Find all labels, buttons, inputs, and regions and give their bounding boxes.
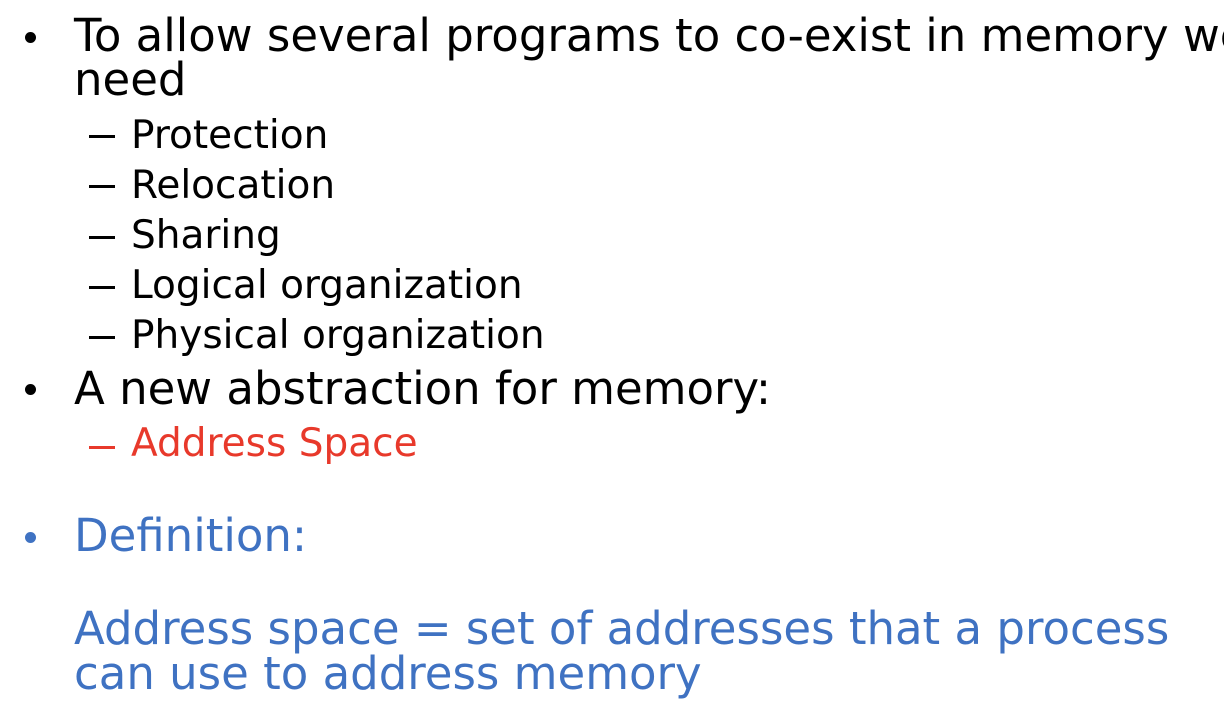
bullet-dot	[25, 384, 36, 395]
sub-item-label: Physical organization	[131, 313, 545, 358]
bullet-2-text: A new abstraction for memory:	[74, 362, 772, 415]
definition-line-2: can use to address memory	[74, 647, 702, 700]
address-space-label: Address Space	[131, 421, 418, 466]
dash-icon	[89, 185, 115, 188]
definition-heading: Definition:	[74, 509, 308, 562]
bullet-1-line-1: To allow several programs to co-exist in…	[74, 9, 1224, 62]
sub-item-label: Protection	[131, 113, 329, 158]
dash-icon	[89, 336, 115, 339]
sub-item-label: Logical organization	[131, 263, 523, 308]
sub-item-label: Relocation	[131, 163, 336, 208]
dash-icon	[89, 135, 115, 138]
bullet-dot	[25, 32, 36, 43]
sub-item-label: Sharing	[131, 213, 281, 258]
dash-icon	[89, 446, 115, 449]
dash-icon	[89, 236, 115, 239]
dash-icon	[89, 286, 115, 289]
bullet-dot	[25, 532, 36, 543]
definition-line-1: Address space = set of addresses that a …	[74, 602, 1170, 655]
bullet-1-line-2: need	[74, 53, 187, 106]
